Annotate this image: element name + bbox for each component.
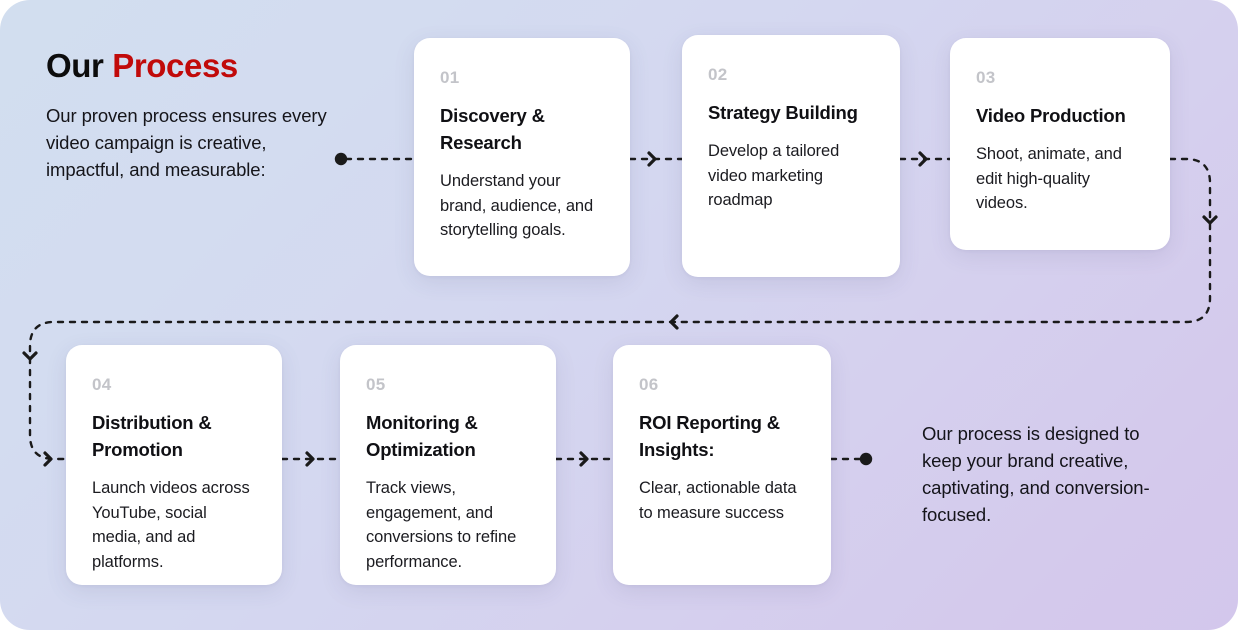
step-description: Develop a tailored video marketing roadm… bbox=[708, 142, 840, 209]
step-card-03[interactable]: 03 Video Production Shoot, animate, and … bbox=[950, 38, 1170, 250]
step-description: Understand your brand, audience, and sto… bbox=[440, 172, 594, 239]
chevron-right-icon-step4-step5 bbox=[305, 451, 315, 467]
chevron-left-icon-midband bbox=[669, 314, 679, 330]
intro-block: Our Process Our proven process ensures e… bbox=[46, 46, 336, 183]
chevron-right-icon-step1-step2 bbox=[647, 151, 657, 167]
step-description: Track views, engagement, and conversions… bbox=[366, 479, 517, 571]
chevron-right-icon-step2-step3 bbox=[918, 151, 928, 167]
chevron-right-icon-into-step4 bbox=[43, 451, 53, 467]
step-card-04[interactable]: 04 Distribution & Promotion Launch video… bbox=[66, 345, 282, 585]
step-description: Launch videos across YouTube, social med… bbox=[92, 479, 250, 571]
step-description: Shoot, animate, and edit high-quality vi… bbox=[976, 145, 1122, 212]
step-title: Strategy Building bbox=[708, 102, 858, 123]
step-card-02[interactable]: 02 Strategy Building Develop a tailored … bbox=[682, 35, 900, 277]
step-number: 01 bbox=[440, 68, 460, 87]
step-number: 04 bbox=[92, 375, 112, 394]
chevron-right-icon-step5-step6 bbox=[579, 451, 589, 467]
step-card-06[interactable]: 06 ROI Reporting & Insights: Clear, acti… bbox=[613, 345, 831, 585]
step-title: Distribution & Promotion bbox=[92, 412, 212, 460]
step-title: Video Production bbox=[976, 105, 1126, 126]
step-title: Discovery & Research bbox=[440, 105, 545, 153]
connector-end-dot bbox=[859, 452, 873, 466]
intro-description: Our proven process ensures every video c… bbox=[46, 105, 327, 180]
step-card-05[interactable]: 05 Monitoring & Optimization Track views… bbox=[340, 345, 556, 585]
chevron-down-icon-right-elbow bbox=[1202, 215, 1218, 225]
page-title-lead: Our bbox=[46, 47, 113, 84]
step-number: 03 bbox=[976, 68, 996, 87]
step-number: 05 bbox=[366, 375, 386, 394]
step-description: Clear, actionable data to measure succes… bbox=[639, 479, 797, 522]
step-title: Monitoring & Optimization bbox=[366, 412, 478, 460]
step-card-01[interactable]: 01 Discovery & Research Understand your … bbox=[414, 38, 630, 276]
step-number: 02 bbox=[708, 65, 728, 84]
page-title: Our Process bbox=[46, 46, 336, 86]
page-title-accent: Process bbox=[112, 47, 238, 84]
chevron-down-icon-left-elbow bbox=[22, 351, 38, 361]
connector-start-dot bbox=[334, 152, 348, 166]
step-title: ROI Reporting & Insights: bbox=[639, 412, 780, 460]
closing-note: Our process is designed to keep your bra… bbox=[922, 423, 1150, 525]
step-number: 06 bbox=[639, 375, 659, 394]
